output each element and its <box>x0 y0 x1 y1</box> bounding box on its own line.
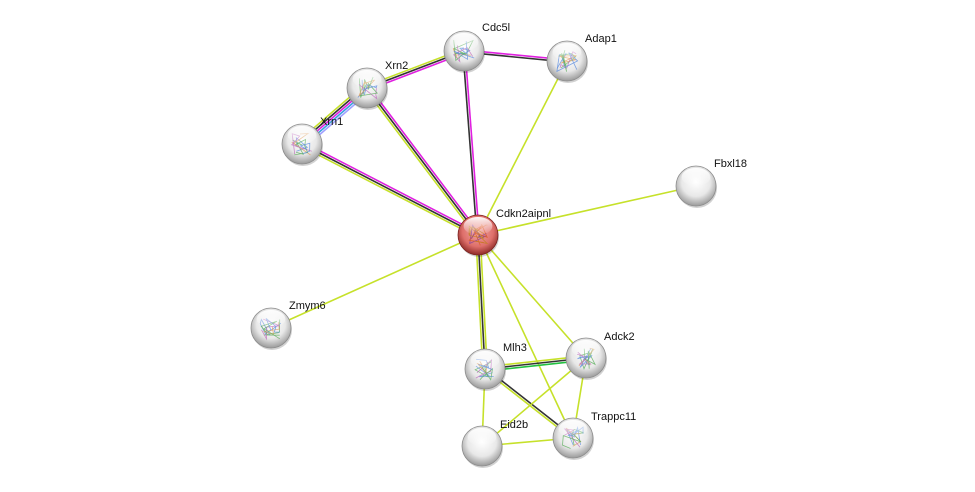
edge-cdkn2aipnl-cdc5l[interactable] <box>462 50 480 236</box>
edge-line-textmining <box>300 145 478 238</box>
node-label: Xrn2 <box>385 60 408 72</box>
edge-line-textmining <box>479 234 488 369</box>
edge-cdkn2aipnl-adap1[interactable] <box>477 60 568 236</box>
nodes-layer: Cdkn2aipnl Cdc5lAdap1Xrn2Xrn1Fbxl18Zmym6M… <box>250 22 747 468</box>
edge-cdkn2aipnl-mlh3[interactable] <box>475 234 488 370</box>
edge-line-textmining <box>475 235 484 370</box>
edge-cdkn2aipnl-trappc11[interactable] <box>477 234 574 439</box>
node-label: Xrn1 <box>320 116 343 128</box>
node-label: Adck2 <box>604 331 635 343</box>
node-cdc5l[interactable]: Cdc5l <box>443 22 510 73</box>
edge-cdkn2aipnl-xrn1[interactable] <box>300 141 480 238</box>
node-adck2[interactable]: Adck2 <box>565 331 635 380</box>
node-label: Mlh3 <box>503 342 527 354</box>
node-gloss <box>256 310 286 328</box>
node-gloss <box>463 217 493 235</box>
node-gloss <box>552 43 582 61</box>
node-fbxl18[interactable]: Fbxl18 <box>675 158 747 208</box>
edge-line-experiments <box>464 50 480 235</box>
node-zmym6[interactable]: Zmym6 <box>250 300 326 350</box>
edge-adck2-eid2b[interactable] <box>481 357 587 447</box>
edge-line-textmining <box>477 185 697 236</box>
edge-line-textmining <box>270 234 479 329</box>
node-gloss <box>352 70 382 88</box>
node-xrn2[interactable]: Xrn2 <box>346 60 408 110</box>
node-gloss <box>467 428 497 446</box>
node-adap1[interactable]: Adap1 <box>546 33 617 83</box>
edge-line-experiments <box>302 141 480 234</box>
edge-line-textmining <box>477 234 587 359</box>
node-gloss <box>287 126 317 144</box>
node-eid2b[interactable]: Eid2b <box>461 419 528 468</box>
node-mlh3[interactable]: Mlh3 <box>464 342 527 391</box>
node-label: Trappc11 <box>591 411 636 423</box>
node-xrn1[interactable]: Xrn1 <box>281 116 343 166</box>
node-label: Cdkn2aipnl <box>496 208 551 220</box>
node-cdkn2aipnl[interactable]: Cdkn2aipnl <box>457 208 551 257</box>
edge-line-textmining <box>481 357 587 447</box>
node-label: Adap1 <box>585 33 617 45</box>
node-label: Eid2b <box>500 419 528 431</box>
node-label: Zmym6 <box>289 300 326 312</box>
node-gloss <box>571 340 601 358</box>
edge-line-coexpression <box>301 143 479 236</box>
node-label: Cdc5l <box>482 22 510 34</box>
node-label: Fbxl18 <box>714 158 747 170</box>
edge-cdkn2aipnl-zmym6[interactable] <box>270 234 479 329</box>
node-gloss <box>681 168 711 186</box>
edge-cdkn2aipnl-adck2[interactable] <box>477 234 587 359</box>
edge-line-textmining <box>477 60 568 236</box>
edge-cdkn2aipnl-fbxl18[interactable] <box>477 185 697 236</box>
edge-line-coexpression <box>477 234 486 370</box>
edge-line-textmining <box>477 234 574 439</box>
node-gloss <box>470 351 500 369</box>
edge-line-coexpression <box>366 87 479 236</box>
node-trappc11[interactable]: Trappc11 <box>552 411 636 460</box>
edge-line-experiments <box>368 86 481 235</box>
edge-line-textmining <box>364 88 477 237</box>
node-gloss <box>558 420 588 438</box>
node-gloss <box>449 33 479 51</box>
edge-cdkn2aipnl-xrn2[interactable] <box>364 86 481 237</box>
edge-line-coexpression <box>462 51 478 236</box>
